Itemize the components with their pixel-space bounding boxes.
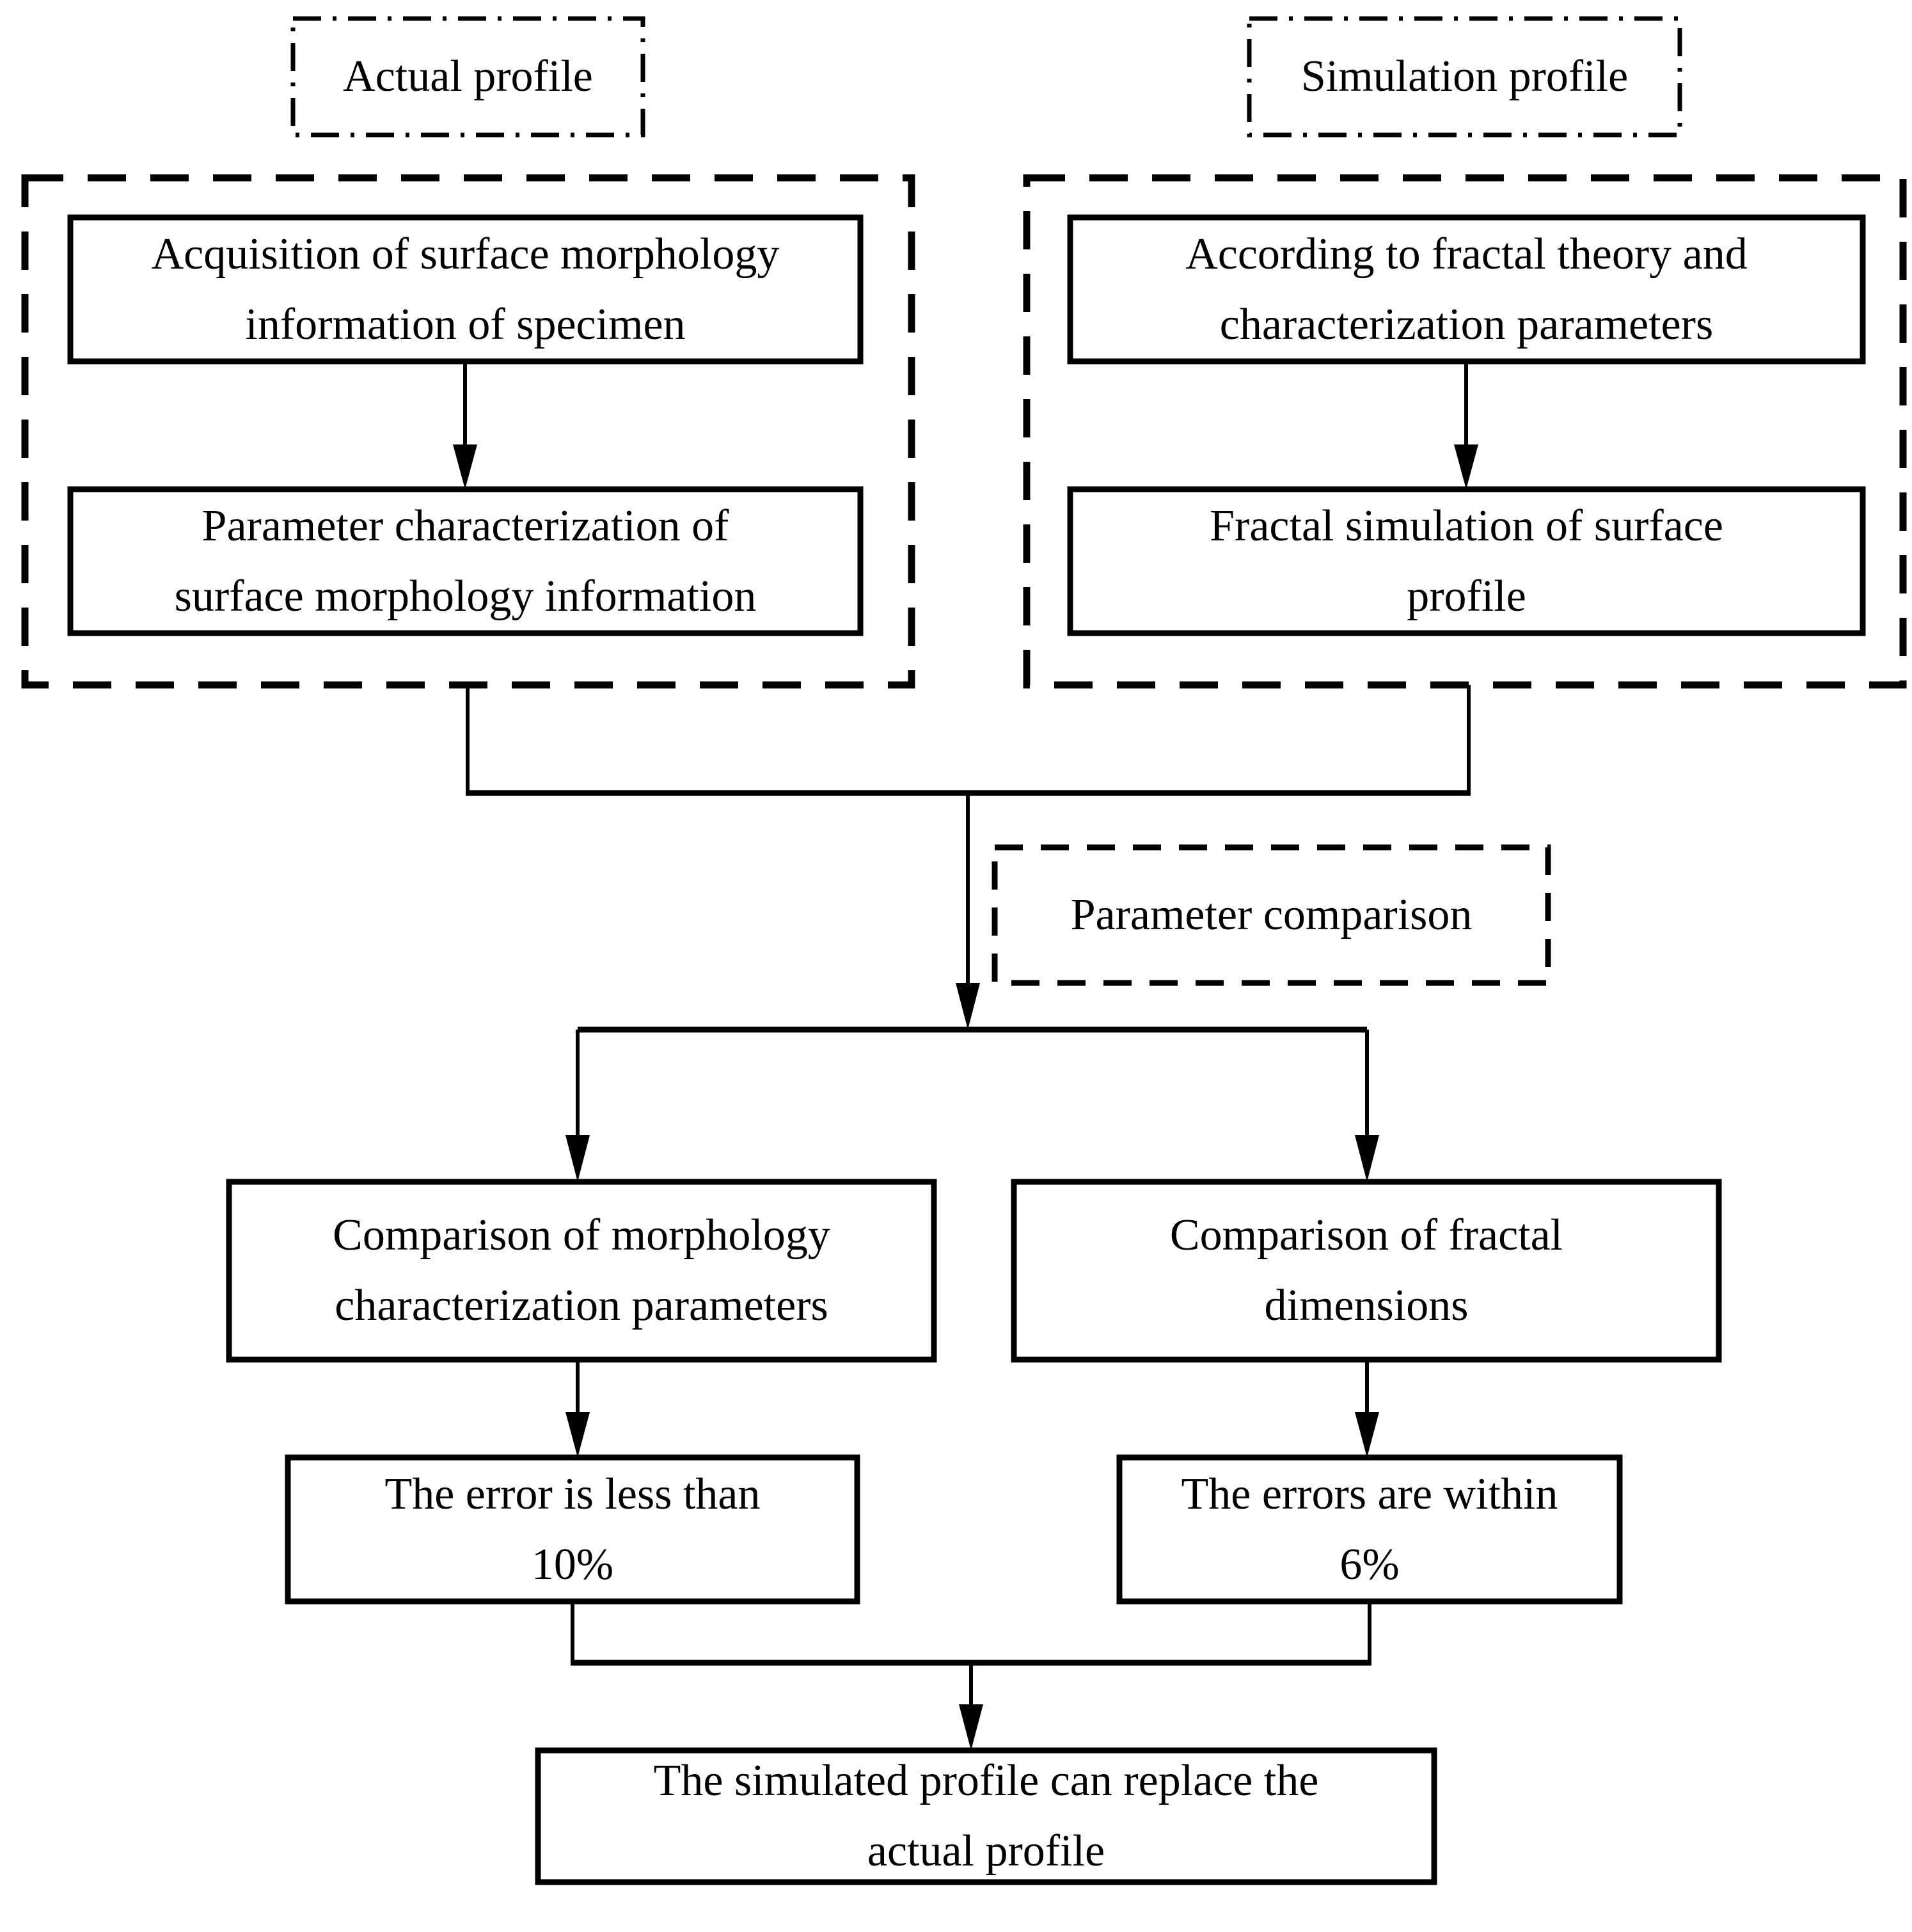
actual-profile-label-border bbox=[290, 16, 645, 137]
arrowhead-merge-to-split bbox=[956, 983, 980, 1030]
arrowhead-split-to-morphology bbox=[565, 1135, 590, 1182]
arrowhead-fractal-to-error bbox=[1355, 1412, 1379, 1457]
actual-profile-label: Actual profile bbox=[343, 52, 593, 101]
arrowhead-theory-to-simulation bbox=[1454, 444, 1478, 489]
conclusion-box-border bbox=[535, 1747, 1437, 1885]
morphology-comparison-label: Comparison of morphology characterizatio… bbox=[333, 1211, 830, 1330]
conclusion-label: The simulated profile can replace the ac… bbox=[653, 1756, 1319, 1876]
error-10-label: The error is less than 10% bbox=[384, 1469, 761, 1589]
parameter-comparison-box-border bbox=[992, 844, 1551, 986]
parameter-characterization-box-border bbox=[67, 486, 864, 636]
acquisition-box-label: Acquisition of surface morphology inform… bbox=[151, 229, 780, 349]
morphology-comparison-box-border bbox=[226, 1179, 937, 1363]
parameter-comparison-label: Parameter comparison bbox=[1070, 890, 1473, 939]
arrowhead-merge-to-conclusion bbox=[959, 1704, 983, 1750]
parameter-characterization-box-label: Parameter characterization of surface mo… bbox=[174, 501, 757, 621]
simulation-branch-container-border bbox=[1023, 174, 1907, 689]
error-6-label: The errors are within 6% bbox=[1181, 1469, 1558, 1589]
arrowhead-morphology-to-error bbox=[565, 1412, 590, 1457]
fractal-simulation-box-label: Fractal simulation of surface profile bbox=[1210, 501, 1723, 621]
fractal-comparison-label: Comparison of fractal dimensions bbox=[1169, 1211, 1563, 1330]
simulation-profile-label: Simulation profile bbox=[1300, 52, 1629, 101]
fractal-simulation-box-border bbox=[1067, 486, 1866, 636]
arrowhead-acquisition-to-characterization bbox=[453, 444, 477, 489]
arrowhead-split-to-fractal bbox=[1355, 1135, 1379, 1182]
fractal-theory-box-label: According to fractal theory and characte… bbox=[1185, 229, 1748, 349]
